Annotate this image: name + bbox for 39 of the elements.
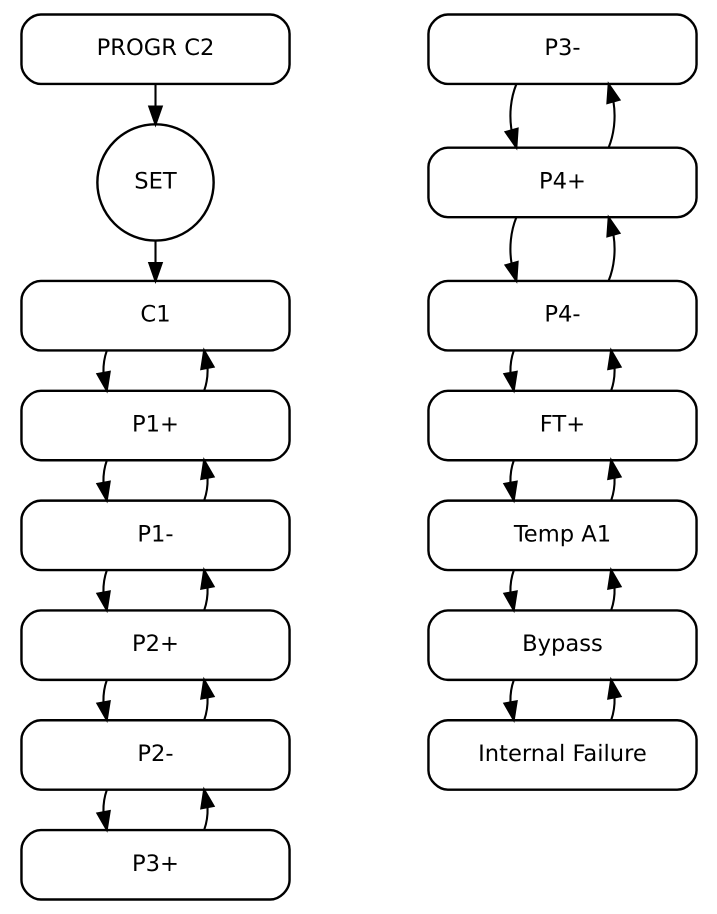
arrow <box>606 457 622 501</box>
arrow <box>95 789 110 833</box>
node-box: Bypass <box>426 609 698 682</box>
node-box: P1- <box>20 499 290 572</box>
node-box: P3+ <box>20 828 290 901</box>
arrow <box>606 347 622 391</box>
arrow <box>200 676 215 720</box>
arrow <box>147 84 163 128</box>
node-box: P2- <box>20 719 290 791</box>
arrow <box>606 566 622 610</box>
arrow <box>606 214 621 282</box>
node-box: C1 <box>20 280 290 352</box>
arrow <box>503 84 518 151</box>
node-box: P1+ <box>20 390 290 462</box>
node-box: P3- <box>426 13 698 86</box>
arrow <box>502 570 518 614</box>
arrow <box>503 217 518 284</box>
arrow <box>502 350 518 394</box>
arrow <box>200 347 215 391</box>
arrow <box>606 676 622 720</box>
arrow <box>200 457 215 501</box>
node-box: P4+ <box>426 146 698 218</box>
node-box: Temp A1 <box>426 499 698 572</box>
node-box: P2+ <box>20 609 290 682</box>
arrow <box>200 786 215 830</box>
arrow <box>95 680 110 723</box>
node-box: PROGR C2 <box>20 13 290 86</box>
arrow <box>95 350 110 394</box>
node-circle: SET <box>96 123 214 242</box>
node-box: FT+ <box>426 390 698 462</box>
node-box: Internal Failure <box>426 719 698 791</box>
arrow <box>502 460 518 504</box>
node-box: P4- <box>426 280 698 352</box>
arrow <box>502 680 518 723</box>
arrow <box>95 460 110 504</box>
arrow <box>147 240 163 284</box>
arrow <box>200 566 215 610</box>
arrow <box>95 570 110 614</box>
arrow <box>606 81 621 148</box>
